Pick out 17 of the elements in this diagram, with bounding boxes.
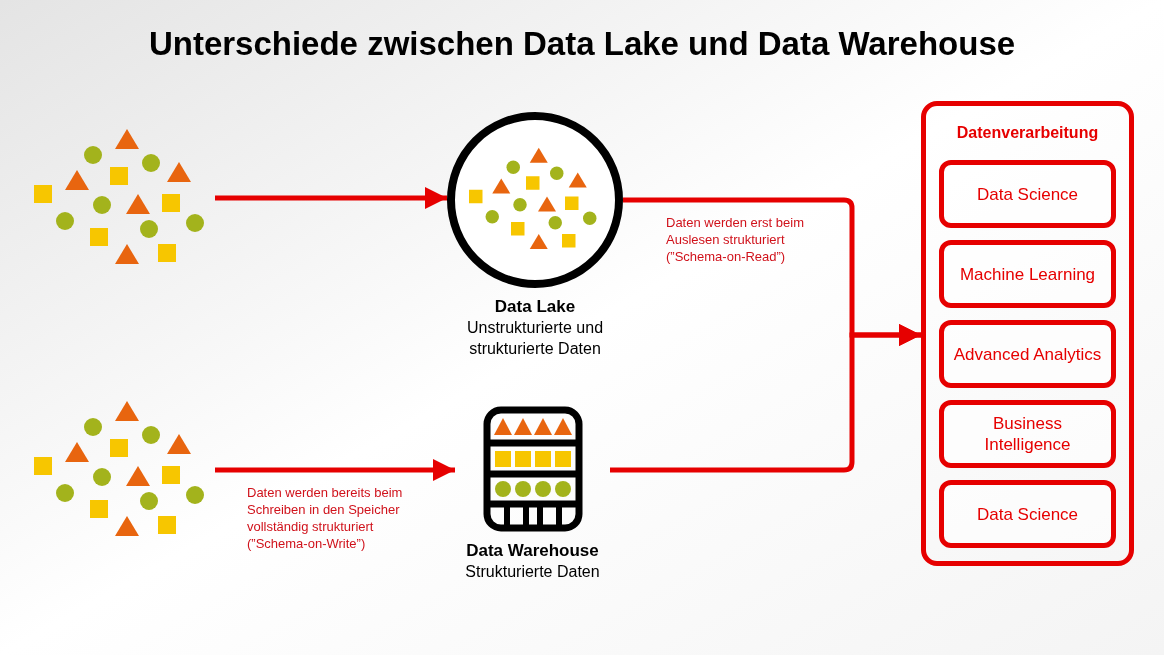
node-title: Data Warehouse	[466, 540, 599, 561]
group-panel	[921, 101, 1134, 566]
panel-heading: Datenverarbeitung	[955, 123, 1100, 143]
process-box: Business Intelligence	[939, 400, 1116, 468]
process-box: Advanced Analytics	[939, 320, 1116, 388]
node-title: Data Lake	[494, 296, 576, 317]
process-box: Data Science	[939, 160, 1116, 228]
title: Unterschiede zwischen Data Lake und Data Warehouse	[148, 24, 1016, 64]
arrow	[215, 187, 447, 209]
edge-label: Daten werden erst beim Auslesen strukturiert (”Schema-on-Read”)	[666, 214, 805, 265]
node-description: Unstrukturierte und strukturierte Daten	[465, 318, 605, 359]
node-description: Strukturierte Daten	[465, 562, 600, 582]
process-box: Machine Learning	[939, 240, 1116, 308]
edge-label: Daten werden bereits beim Schreiben in den Speicher vollständig strukturiert (”Schema-on-Write”)	[247, 484, 404, 552]
process-box: Data Science	[939, 480, 1116, 548]
arrow	[610, 324, 921, 473]
arrow	[215, 459, 455, 481]
